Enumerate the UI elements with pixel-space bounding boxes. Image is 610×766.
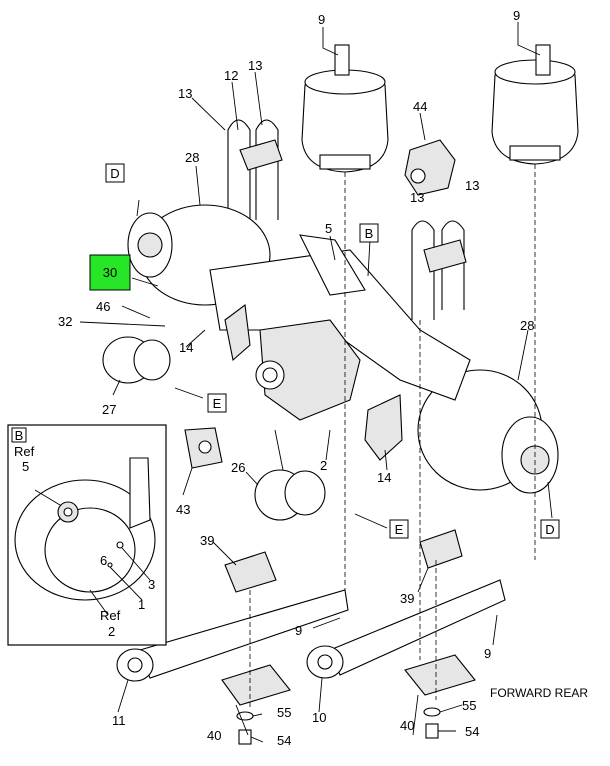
callout-9-left: 9 bbox=[318, 12, 325, 27]
nut-54-left[interactable] bbox=[238, 729, 252, 745]
suspension-beam-11[interactable] bbox=[116, 589, 349, 682]
svg-text:B: B bbox=[15, 428, 24, 443]
svg-text:B: B bbox=[365, 226, 374, 241]
nut-54-right[interactable] bbox=[425, 723, 439, 739]
callout-14-b: 14 bbox=[377, 470, 391, 485]
svg-text:30: 30 bbox=[103, 265, 117, 280]
callout-43: 43 bbox=[176, 502, 190, 517]
svg-text:E: E bbox=[395, 522, 404, 537]
axle-housing[interactable] bbox=[209, 234, 471, 401]
svg-text:Ref: Ref bbox=[100, 608, 121, 623]
callout-26: 26 bbox=[231, 460, 245, 475]
callout-40-b: 40 bbox=[400, 718, 414, 733]
svg-text:2: 2 bbox=[108, 624, 115, 639]
callout-54-b: 54 bbox=[465, 724, 479, 739]
view-label-d-top[interactable]: D bbox=[105, 163, 125, 183]
svg-text:Ref: Ref bbox=[14, 444, 35, 459]
callout-14-a: 14 bbox=[179, 340, 193, 355]
detail-b-labels: Ref 5 6 3 1 Ref 2 bbox=[14, 444, 155, 639]
callout-32: 32 bbox=[58, 314, 72, 329]
bracket-14-left[interactable] bbox=[224, 303, 251, 362]
callout-44: 44 bbox=[413, 99, 427, 114]
callout-27: 27 bbox=[102, 402, 116, 417]
callout-13-a: 13 bbox=[248, 58, 262, 73]
callout-9-c: 9 bbox=[295, 623, 302, 638]
svg-text:5: 5 bbox=[22, 459, 29, 474]
washer-55-right[interactable] bbox=[423, 707, 441, 717]
u-bolt-right[interactable] bbox=[411, 220, 467, 320]
callout-9-d: 9 bbox=[484, 646, 491, 661]
brake-drum-right[interactable] bbox=[417, 369, 559, 494]
view-label-b-main[interactable]: B bbox=[359, 223, 379, 243]
saddle-40-right[interactable] bbox=[404, 654, 476, 696]
callout-13-b: 13 bbox=[178, 86, 192, 101]
callout-30-highlight[interactable]: 30 bbox=[89, 254, 131, 291]
callout-54-a: 54 bbox=[277, 733, 291, 748]
air-spring-right[interactable] bbox=[491, 44, 579, 165]
torque-rod-mount-39-left[interactable] bbox=[224, 551, 277, 593]
bracket-43[interactable] bbox=[184, 427, 223, 469]
callout-39-a: 39 bbox=[200, 533, 214, 548]
brake-chamber-27[interactable] bbox=[102, 336, 171, 384]
callout-5: 5 bbox=[325, 221, 332, 236]
callout-55-a: 55 bbox=[277, 705, 291, 720]
svg-text:3: 3 bbox=[148, 577, 155, 592]
leader-lines bbox=[79, 22, 553, 743]
torque-rod-mount-39-right[interactable] bbox=[419, 529, 463, 569]
brake-chamber-26[interactable] bbox=[254, 429, 326, 521]
svg-text:E: E bbox=[213, 396, 222, 411]
callout-28-left: 28 bbox=[185, 150, 199, 165]
bracket-44[interactable] bbox=[404, 139, 456, 196]
callout-labels: 9 9 12 13 13 44 28 13 13 5 46 32 28 14 2… bbox=[58, 8, 534, 748]
caption-forward-rear: FORWARD REAR bbox=[490, 686, 588, 700]
saddle-40-left[interactable] bbox=[221, 664, 291, 706]
callout-9-right: 9 bbox=[513, 8, 520, 23]
callout-13-c: 13 bbox=[465, 178, 479, 193]
view-label-e-bottom[interactable]: E bbox=[389, 519, 409, 539]
air-spring-left[interactable] bbox=[301, 44, 389, 173]
svg-text:6: 6 bbox=[100, 553, 107, 568]
view-label-d-bottom[interactable]: D bbox=[540, 519, 560, 539]
detail-b-inset[interactable]: B bbox=[7, 424, 167, 646]
callout-2: 2 bbox=[320, 458, 327, 473]
callout-11: 11 bbox=[112, 713, 126, 728]
svg-text:D: D bbox=[545, 522, 554, 537]
suspension-beam-10[interactable] bbox=[306, 579, 506, 679]
callout-10: 10 bbox=[312, 710, 326, 725]
callout-39-b: 39 bbox=[400, 591, 414, 606]
bracket-14-right[interactable] bbox=[364, 394, 403, 461]
differential-carrier[interactable] bbox=[255, 319, 361, 421]
callout-46: 46 bbox=[96, 299, 110, 314]
svg-text:D: D bbox=[110, 166, 119, 181]
callout-40-a: 40 bbox=[207, 728, 221, 743]
callout-12: 12 bbox=[224, 68, 238, 83]
svg-text:1: 1 bbox=[138, 597, 145, 612]
callout-28-right: 28 bbox=[520, 318, 534, 333]
callout-55-b: 55 bbox=[462, 698, 476, 713]
u-bolt-left[interactable] bbox=[227, 119, 283, 230]
callout-13-d: 13 bbox=[410, 190, 424, 205]
view-label-e-top[interactable]: E bbox=[207, 393, 227, 413]
